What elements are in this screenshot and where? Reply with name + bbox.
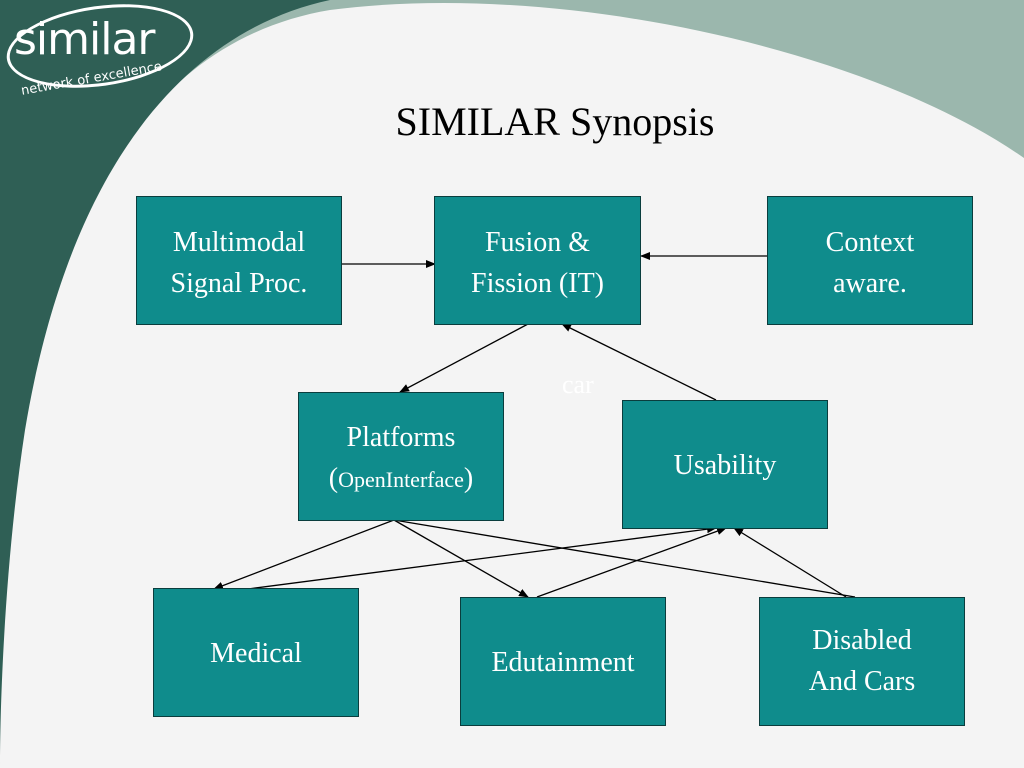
box-label: aware. bbox=[833, 268, 907, 299]
box-multimodal-signal-proc: Multimodal Signal Proc. bbox=[136, 196, 342, 325]
box-label: Edutainment bbox=[491, 647, 635, 678]
box-label-openinterface: (OpenInterface) bbox=[299, 458, 503, 500]
box-label: Multimodal bbox=[172, 227, 306, 258]
box-label: Disabled bbox=[812, 625, 912, 656]
box-label: And Cars bbox=[808, 666, 916, 697]
paren-close: ) bbox=[463, 463, 474, 494]
hidden-text: car bbox=[562, 370, 594, 399]
box-label: Platforms bbox=[346, 422, 456, 453]
openinterface-label: OpenInterface bbox=[338, 467, 464, 492]
box-label: Signal Proc. bbox=[170, 268, 308, 299]
box-usability: Usability bbox=[622, 400, 828, 529]
box-platforms: Platforms (OpenInterface) bbox=[298, 392, 504, 521]
box-fusion-fission: Fusion & Fission (IT) bbox=[434, 196, 641, 325]
box-label: Context bbox=[825, 227, 915, 258]
box-label: Fission (IT) bbox=[471, 268, 604, 299]
paren-open: ( bbox=[328, 463, 339, 494]
box-label: Usability bbox=[673, 450, 777, 481]
slide-title: SIMILAR Synopsis bbox=[395, 99, 715, 144]
box-context-aware: Context aware. bbox=[767, 196, 973, 325]
similar-logo: similar network of excellence bbox=[0, 0, 210, 130]
box-medical: Medical bbox=[153, 588, 359, 717]
box-disabled-and-cars: Disabled And Cars bbox=[759, 597, 965, 726]
logo-wordmark: similar bbox=[14, 14, 156, 65]
box-edutainment: Edutainment bbox=[460, 597, 666, 726]
box-label: Fusion & bbox=[484, 227, 591, 258]
box-label: Medical bbox=[210, 638, 302, 669]
